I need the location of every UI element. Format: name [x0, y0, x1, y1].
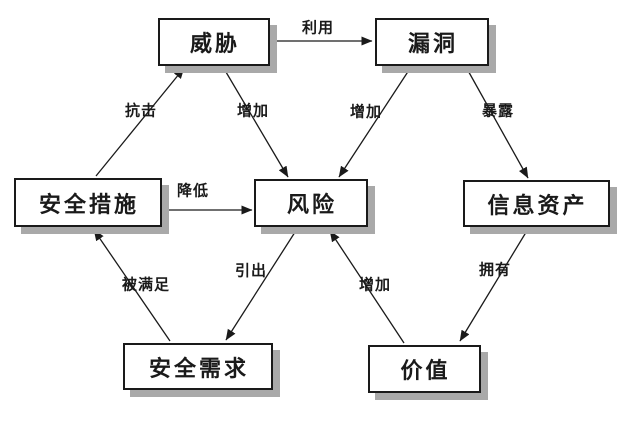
- node-security-measures: 安全措施: [14, 178, 162, 227]
- node-security-requirements: 安全需求: [123, 343, 273, 390]
- edge-risk-leads-to-requirements: [225, 228, 298, 341]
- edge-label-be-satisfied: 被满足: [121, 276, 171, 294]
- edge-label-possess: 拥有: [478, 261, 512, 279]
- node-information-assets: 信息资产: [463, 180, 610, 227]
- node-value-label: 价值: [400, 358, 451, 383]
- node-security-measures-label: 安全措施: [38, 191, 139, 217]
- edge-measures-resist-threat: [95, 67, 185, 177]
- node-vulnerability: 漏洞: [375, 18, 489, 66]
- node-information-assets-label: 信息资产: [487, 192, 588, 218]
- edge-threat-increases-risk: [222, 66, 289, 178]
- edge-label-expose: 暴露: [481, 102, 515, 120]
- node-vulnerability-label: 漏洞: [407, 31, 458, 56]
- edge-vulnerability-exposes-assets: [465, 66, 529, 179]
- edge-label-increase-vulnerability: 增加: [349, 103, 383, 121]
- edge-requirements-satisfied-by-measures: [93, 229, 171, 342]
- edge-value-increases-risk: [329, 230, 405, 344]
- node-threat-label: 威胁: [189, 31, 240, 56]
- edge-label-increase-threat: 增加: [236, 102, 270, 120]
- edge-label-exploit: 利用: [301, 19, 335, 37]
- node-threat: 威胁: [158, 18, 270, 66]
- edge-label-lead-to: 引出: [234, 262, 268, 280]
- node-value: 价值: [368, 345, 481, 393]
- edge-assets-have-value: [459, 228, 529, 342]
- edge-label-reduce: 降低: [176, 182, 210, 200]
- edge-vulnerability-increases-risk: [338, 66, 412, 178]
- node-risk-label: 风险: [286, 192, 337, 217]
- edge-label-increase-value: 增加: [358, 276, 392, 294]
- edge-label-resist: 抗击: [124, 102, 158, 120]
- node-security-requirements-label: 安全需求: [148, 355, 249, 381]
- node-risk: 风险: [254, 179, 368, 227]
